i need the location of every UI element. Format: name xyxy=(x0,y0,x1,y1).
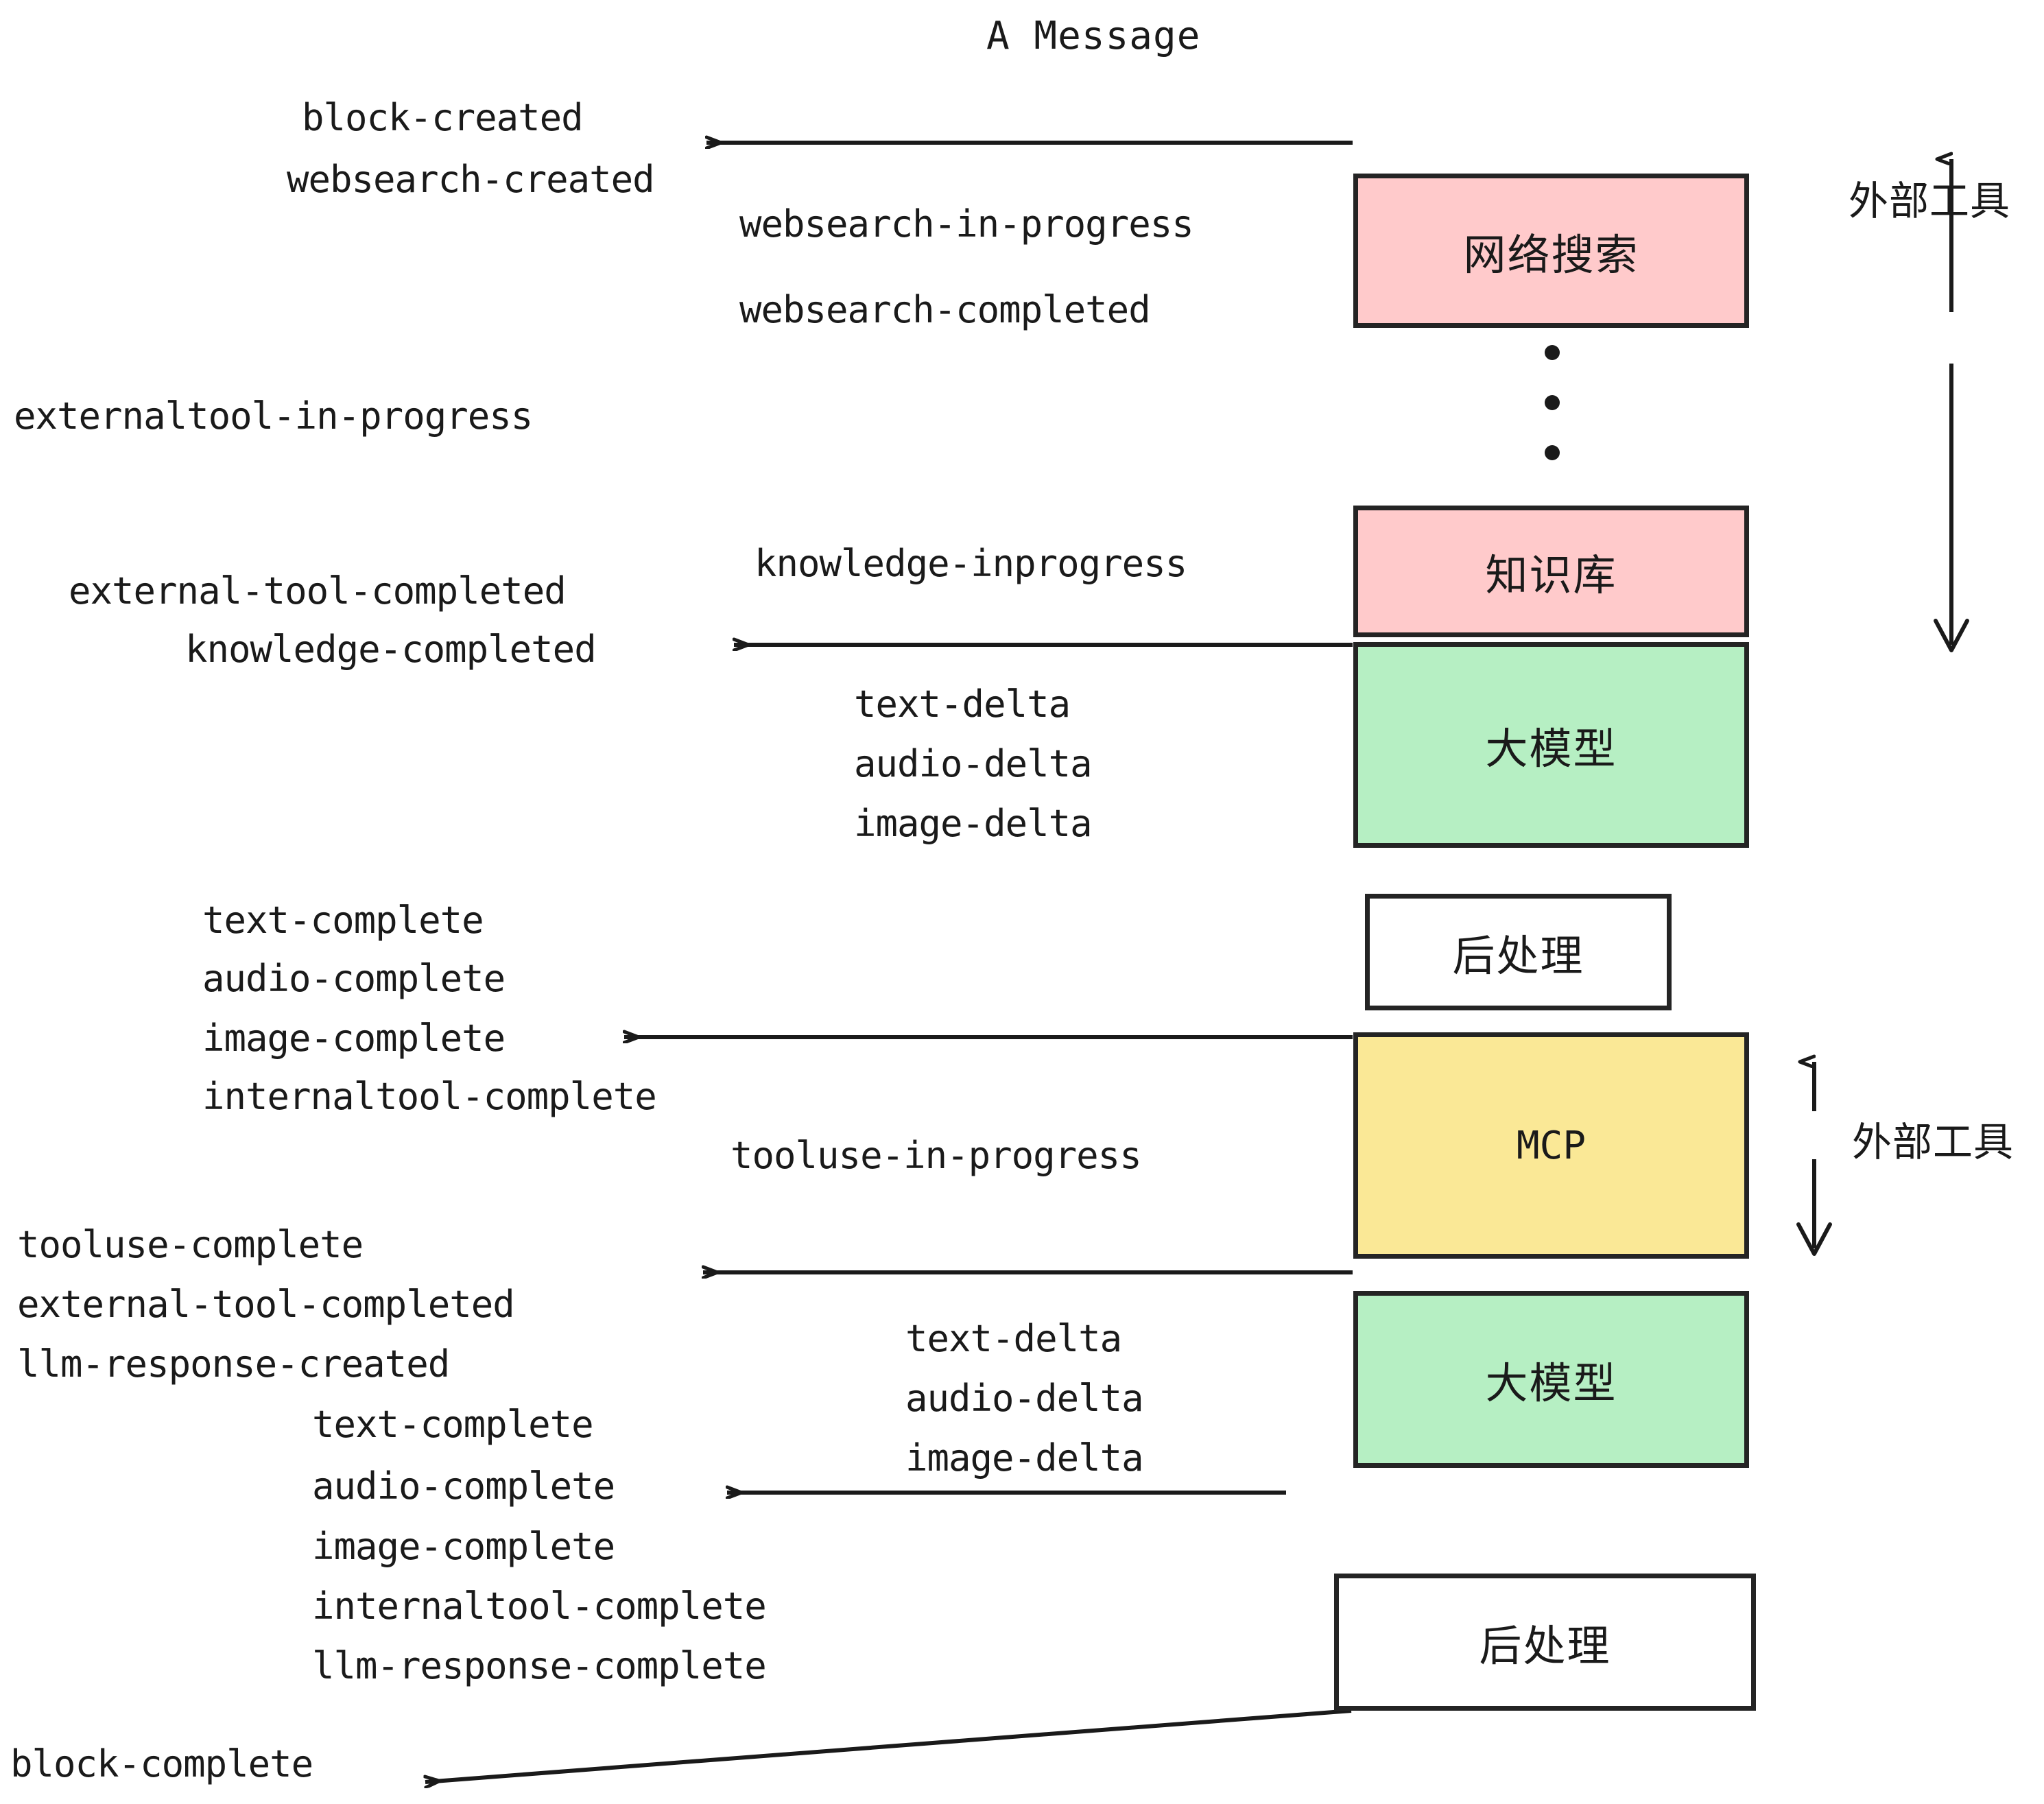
side-label-external-tools-top: 外部工具 xyxy=(1849,178,2011,224)
event-knowledge-inprogress: knowledge-inprogress xyxy=(754,542,1187,585)
node-knowledge-base[interactable]: 知识库 xyxy=(1353,506,1749,637)
event-external-tool-completed-2: external-tool-completed xyxy=(17,1283,515,1326)
node-label: 后处理 xyxy=(1452,931,1584,981)
event-audio-delta-upper: audio-delta xyxy=(854,742,1093,785)
event-audio-complete-upper: audio-complete xyxy=(202,957,506,1000)
event-websearch-completed: websearch-completed xyxy=(739,288,1151,331)
event-text-delta-upper: text-delta xyxy=(854,683,1071,726)
event-llm-response-created: llm-response-created xyxy=(17,1342,450,1386)
event-llm-response-complete: llm-response-complete xyxy=(312,1644,767,1687)
event-image-complete-upper: image-complete xyxy=(202,1017,506,1060)
side-label-external-tools-bottom: 外部工具 xyxy=(1852,1119,2015,1165)
event-externaltool-in-progress: externaltool-in-progress xyxy=(14,394,533,438)
event-websearch-in-progress: websearch-in-progress xyxy=(739,202,1194,246)
node-label: 大模型 xyxy=(1485,724,1617,774)
event-image-delta-upper: image-delta xyxy=(854,802,1093,845)
node-label: 后处理 xyxy=(1479,1621,1611,1671)
event-text-complete-upper: text-complete xyxy=(202,899,484,942)
node-label: 大模型 xyxy=(1485,1358,1617,1408)
event-knowledge-completed: knowledge-completed xyxy=(185,628,597,671)
event-websearch-created: websearch-created xyxy=(287,158,655,201)
event-external-tool-completed: external-tool-completed xyxy=(69,569,567,613)
event-block-complete: block-complete xyxy=(10,1742,313,1785)
event-image-delta-lower: image-delta xyxy=(905,1436,1144,1480)
event-audio-complete-lower: audio-complete xyxy=(312,1464,615,1508)
node-mcp[interactable]: MCP xyxy=(1353,1032,1749,1259)
vertical-ellipsis-icon xyxy=(1544,345,1560,460)
event-block-created: block-created xyxy=(302,96,584,139)
arrow-external-tools-bottom xyxy=(1796,1062,1832,1256)
node-label: 网络搜索 xyxy=(1463,229,1639,280)
node-postprocess-lower[interactable]: 后处理 xyxy=(1334,1574,1756,1711)
diagram-title: A Message xyxy=(986,14,1201,58)
event-internaltool-complete-lower: internaltool-complete xyxy=(312,1585,767,1628)
node-llm-lower[interactable]: 大模型 xyxy=(1353,1291,1749,1468)
arrow-postprocess-to-block-complete xyxy=(425,1709,1352,1782)
node-label: 知识库 xyxy=(1485,550,1617,600)
event-audio-delta-lower: audio-delta xyxy=(905,1377,1144,1420)
node-label: MCP xyxy=(1516,1123,1587,1168)
event-tooluse-complete: tooluse-complete xyxy=(17,1223,364,1266)
event-text-complete-lower: text-complete xyxy=(312,1403,594,1446)
node-websearch[interactable]: 网络搜索 xyxy=(1353,174,1749,328)
event-internaltool-complete-upper: internaltool-complete xyxy=(202,1075,657,1118)
event-tooluse-in-progress: tooluse-in-progress xyxy=(730,1134,1142,1177)
event-image-complete-lower: image-complete xyxy=(312,1525,615,1568)
node-postprocess-upper[interactable]: 后处理 xyxy=(1365,894,1672,1010)
node-llm-upper[interactable]: 大模型 xyxy=(1353,642,1749,848)
arrow-external-tools-top xyxy=(1934,159,1969,652)
event-text-delta-lower: text-delta xyxy=(905,1317,1122,1360)
